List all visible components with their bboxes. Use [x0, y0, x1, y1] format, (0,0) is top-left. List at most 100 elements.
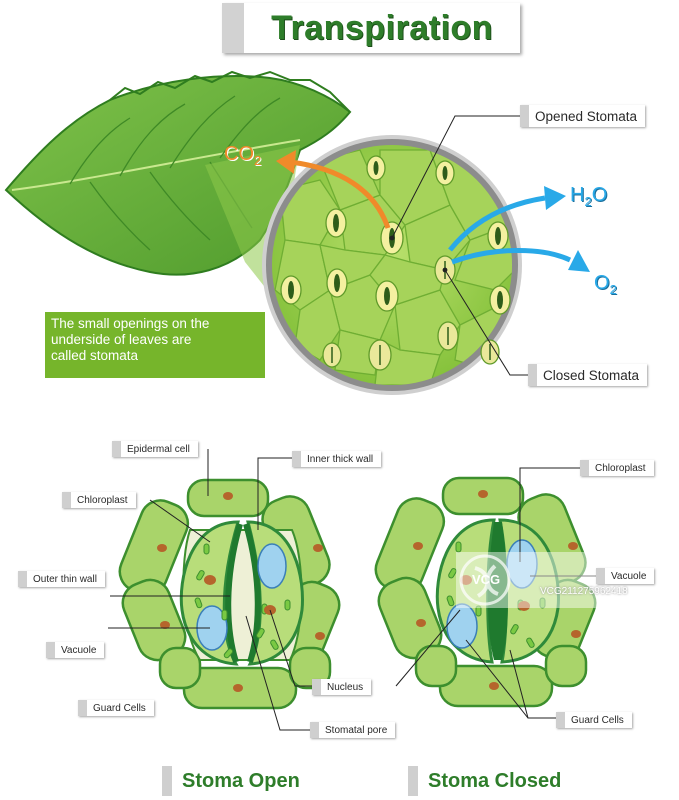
- label-tab: [310, 722, 319, 738]
- label-opened-stomata: Opened Stomata: [520, 105, 646, 127]
- label-tab: [556, 712, 565, 728]
- stoma-closed: [437, 321, 459, 351]
- h2o-label: H2O: [570, 184, 607, 209]
- label-nucleus: Nucleus: [312, 679, 372, 695]
- o2-arrow: [451, 248, 572, 265]
- label-text: Closed Stomata: [543, 367, 640, 383]
- label-text: Inner thick wall: [307, 453, 374, 465]
- title-tab: [222, 3, 244, 53]
- magnified-lens: [262, 135, 522, 395]
- label-closed-stomata: Closed Stomata: [528, 364, 648, 386]
- vacuole: [257, 543, 287, 589]
- label-tab: [580, 460, 589, 476]
- stoma-open: [325, 208, 347, 238]
- label-inner-thick-wall: Inner thick wall: [292, 451, 382, 467]
- label-text: Chloroplast: [595, 462, 646, 474]
- label-text: Epidermal cell: [127, 443, 190, 455]
- label-tab: [112, 441, 121, 457]
- label-text: Vacuole: [61, 644, 97, 656]
- label-tab: [312, 679, 321, 695]
- caption-text: Stoma Open: [182, 769, 300, 792]
- caption-text: Stoma Closed: [428, 769, 562, 792]
- caption-stoma-open: Stoma Open: [162, 766, 310, 796]
- caption-tab: [408, 766, 418, 796]
- label-text: Nucleus: [327, 681, 364, 693]
- label-chloroplast-open: Chloroplast: [62, 492, 136, 508]
- label-outer-thin-wall: Outer thin wall: [18, 571, 105, 587]
- page-title: Transpiration: [271, 8, 493, 47]
- stoma-closed-leaders: [395, 467, 596, 719]
- stoma-open: [366, 155, 386, 181]
- stoma-closed: [480, 339, 500, 365]
- label-chloroplast-closed: Chloroplast: [580, 460, 654, 476]
- label-stomatal-pore: Stomatal pore: [310, 722, 396, 738]
- stoma-open-diagram: [108, 449, 341, 731]
- watermark-logo: VCG: [472, 572, 501, 587]
- stoma-open: [487, 221, 509, 251]
- h2o-subscript: 2: [584, 194, 592, 209]
- label-text: Guard Cells: [571, 714, 624, 726]
- label-text: Chloroplast: [77, 494, 128, 506]
- co2-main: CO: [224, 143, 254, 165]
- leaf-midrib: [11, 139, 301, 191]
- label-text: Outer thin wall: [33, 573, 97, 585]
- surrounding-epidermal-cells: [118, 478, 341, 710]
- label-tab: [62, 492, 71, 508]
- stoma-open: [280, 275, 302, 305]
- label-vacuole-closed: Vacuole: [596, 568, 655, 584]
- o2-main: O: [594, 272, 610, 294]
- vacuole: [506, 539, 538, 589]
- stoma-open: [375, 280, 399, 312]
- opened-stomata-pointer: [389, 235, 395, 241]
- label-text: Vacuole: [611, 570, 647, 582]
- stoma-open: [435, 160, 455, 186]
- label-tab: [78, 700, 87, 716]
- title-banner: Transpiration: [222, 3, 520, 53]
- co2-arrow: [289, 159, 391, 229]
- o2-arrowhead: [568, 250, 590, 272]
- stoma-open: [489, 285, 511, 315]
- stoma-closed: [368, 339, 392, 371]
- label-guard-cells-closed: Guard Cells: [556, 712, 632, 728]
- closed-stomata-pointer: [442, 267, 448, 273]
- co2-label: CO2: [224, 143, 261, 168]
- chloroplasts: [446, 541, 546, 648]
- o2-subscript: 2: [609, 282, 617, 297]
- h2o-arrow: [448, 195, 546, 252]
- info-line: called stomata: [51, 348, 139, 363]
- info-line: The small openings on the: [51, 316, 210, 331]
- label-tab: [292, 451, 301, 467]
- label-text: Guard Cells: [93, 702, 146, 714]
- stoma-open: [326, 268, 348, 298]
- caption-stoma-closed: Stoma Closed: [408, 766, 572, 796]
- watermark-id: VCG211275962418: [540, 586, 628, 597]
- stoma-open-leaders: [108, 449, 312, 731]
- co2-subscript: 2: [254, 153, 262, 168]
- nuclei: [413, 490, 581, 690]
- label-guard-cells-open: Guard Cells: [78, 700, 154, 716]
- o2-label: O2: [594, 272, 617, 297]
- caption-tab: [162, 766, 172, 796]
- label-text: Stomatal pore: [325, 724, 388, 736]
- vacuole: [446, 603, 478, 649]
- lens-stomata: [280, 155, 511, 371]
- label-tab: [18, 571, 27, 587]
- info-line: underside of leaves are: [51, 332, 192, 347]
- label-tab: [528, 364, 537, 386]
- stoma-closed: [322, 342, 342, 368]
- co2-arrowhead: [276, 150, 296, 174]
- h2o-o: O: [591, 184, 608, 206]
- label-vacuole-open: Vacuole: [46, 642, 105, 658]
- label-tab: [46, 642, 55, 658]
- label-tab: [520, 105, 529, 127]
- label-tab: [596, 568, 605, 584]
- label-epidermal-cell: Epidermal cell: [112, 441, 198, 457]
- h2o-h: H: [570, 184, 585, 206]
- label-text: Opened Stomata: [535, 108, 638, 124]
- h2o-arrowhead: [544, 186, 566, 210]
- stomata-info-box: The small openings on the underside of l…: [45, 312, 265, 378]
- stoma-closed-diagram: [374, 467, 597, 719]
- inner-thick-wall: [243, 523, 261, 663]
